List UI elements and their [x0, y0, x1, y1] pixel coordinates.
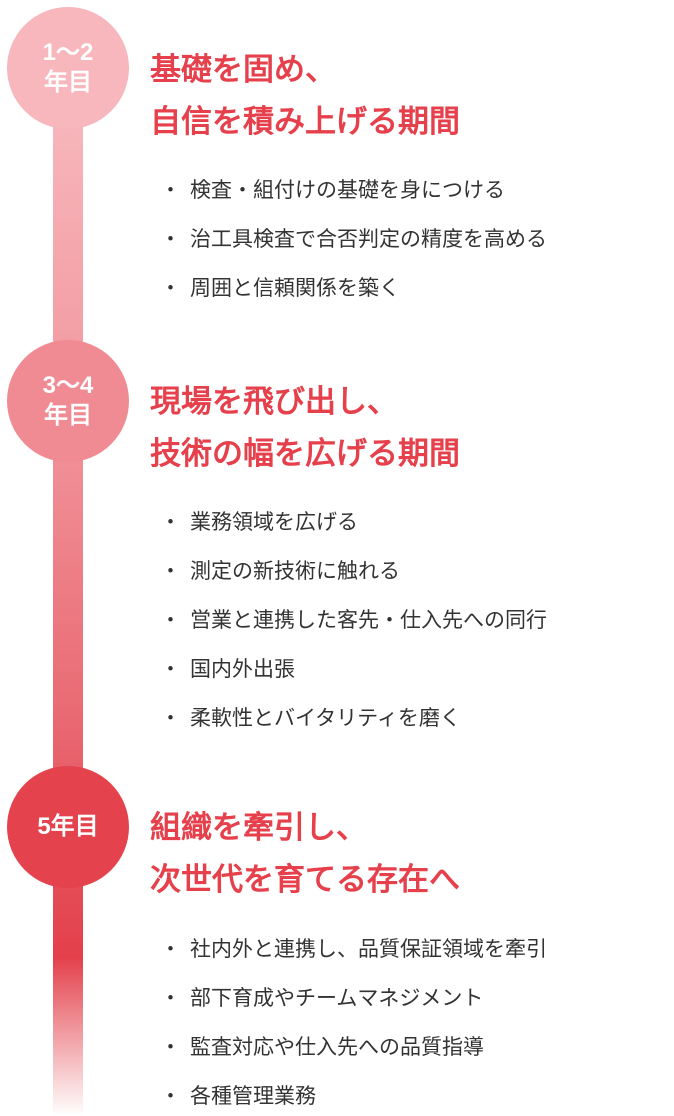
stage-3-list: ・社内外と連携し、品質保証領域を牽引 ・部下育成やチームマネジメント ・監査対応…: [160, 925, 547, 1116]
stage-1-heading: 基礎を固め、 自信を積み上げる期間: [150, 44, 460, 148]
list-item: ・検査・組付けの基礎を身につける: [160, 166, 547, 215]
list-item-text: 監査対応や仕入先への品質指導: [190, 1035, 484, 1059]
timeline-line: [53, 60, 83, 1116]
stage-1-badge-years: 1〜2: [42, 39, 94, 66]
stage-3-badge-years: 5年目: [37, 813, 99, 840]
bullet-dot: ・: [160, 276, 181, 300]
list-item: ・監査対応や仕入先への品質指導: [160, 1023, 547, 1072]
list-item: ・各種管理業務: [160, 1072, 547, 1116]
list-item-text: 営業と連携した客先・仕入先への同行: [190, 608, 547, 632]
stage-2-badge-years: 3〜4: [42, 372, 94, 399]
list-item: ・営業と連携した客先・仕入先への同行: [160, 596, 547, 645]
stage-3-heading: 組織を牽引し、 次世代を育てる存在へ: [150, 802, 460, 906]
stage-2-heading-line-2: 技術の幅を広げる期間: [150, 436, 460, 472]
stage-1-list: ・検査・組付けの基礎を身につける ・治工具検査で合否判定の精度を高める ・周囲と…: [160, 166, 547, 313]
list-item: ・業務領域を広げる: [160, 498, 547, 547]
list-item-text: 柔軟性とバイタリティを磨く: [190, 706, 461, 730]
list-item: ・部下育成やチームマネジメント: [160, 974, 547, 1023]
bullet-dot: ・: [160, 706, 181, 730]
stage-2-heading-line-1: 現場を飛び出し、: [150, 384, 398, 420]
bullet-dot: ・: [160, 227, 181, 251]
bullet-dot: ・: [160, 608, 181, 632]
bullet-dot: ・: [160, 559, 181, 583]
list-item-text: 周囲と信頼関係を築く: [190, 276, 400, 300]
bullet-dot: ・: [160, 937, 181, 961]
bullet-dot: ・: [160, 510, 181, 534]
stage-2-heading: 現場を飛び出し、 技術の幅を広げる期間: [150, 376, 460, 480]
stage-2-badge: 3〜4 年目: [7, 340, 129, 462]
stage-1-badge-unit: 年目: [44, 69, 92, 96]
list-item: ・測定の新技術に触れる: [160, 547, 547, 596]
bullet-dot: ・: [160, 178, 181, 202]
stage-1-badge: 1〜2 年目: [7, 7, 129, 129]
stage-3-heading-line-1: 組織を牽引し、: [150, 810, 367, 846]
bullet-dot: ・: [160, 986, 181, 1010]
list-item-text: 社内外と連携し、品質保証領域を牽引: [190, 937, 547, 961]
bullet-dot: ・: [160, 657, 181, 681]
stage-1-heading-line-2: 自信を積み上げる期間: [150, 104, 460, 140]
list-item-text: 治工具検査で合否判定の精度を高める: [190, 227, 547, 251]
list-item: ・治工具検査で合否判定の精度を高める: [160, 215, 547, 264]
list-item: ・周囲と信頼関係を築く: [160, 264, 547, 313]
stage-2-list: ・業務領域を広げる ・測定の新技術に触れる ・営業と連携した客先・仕入先への同行…: [160, 498, 547, 743]
bullet-dot: ・: [160, 1084, 181, 1108]
stage-3-heading-line-2: 次世代を育てる存在へ: [150, 862, 460, 898]
stage-2-badge-unit: 年目: [44, 402, 92, 429]
list-item-text: 国内外出張: [190, 657, 295, 681]
list-item-text: 検査・組付けの基礎を身につける: [190, 178, 505, 202]
list-item: ・柔軟性とバイタリティを磨く: [160, 694, 547, 743]
list-item: ・国内外出張: [160, 645, 547, 694]
stage-3-badge: 5年目: [7, 766, 129, 888]
list-item: ・社内外と連携し、品質保証領域を牽引: [160, 925, 547, 974]
list-item-text: 業務領域を広げる: [190, 510, 358, 534]
bullet-dot: ・: [160, 1035, 181, 1059]
list-item-text: 部下育成やチームマネジメント: [190, 986, 484, 1010]
list-item-text: 測定の新技術に触れる: [190, 559, 400, 583]
stage-1-heading-line-1: 基礎を固め、: [150, 52, 336, 88]
list-item-text: 各種管理業務: [190, 1084, 316, 1108]
